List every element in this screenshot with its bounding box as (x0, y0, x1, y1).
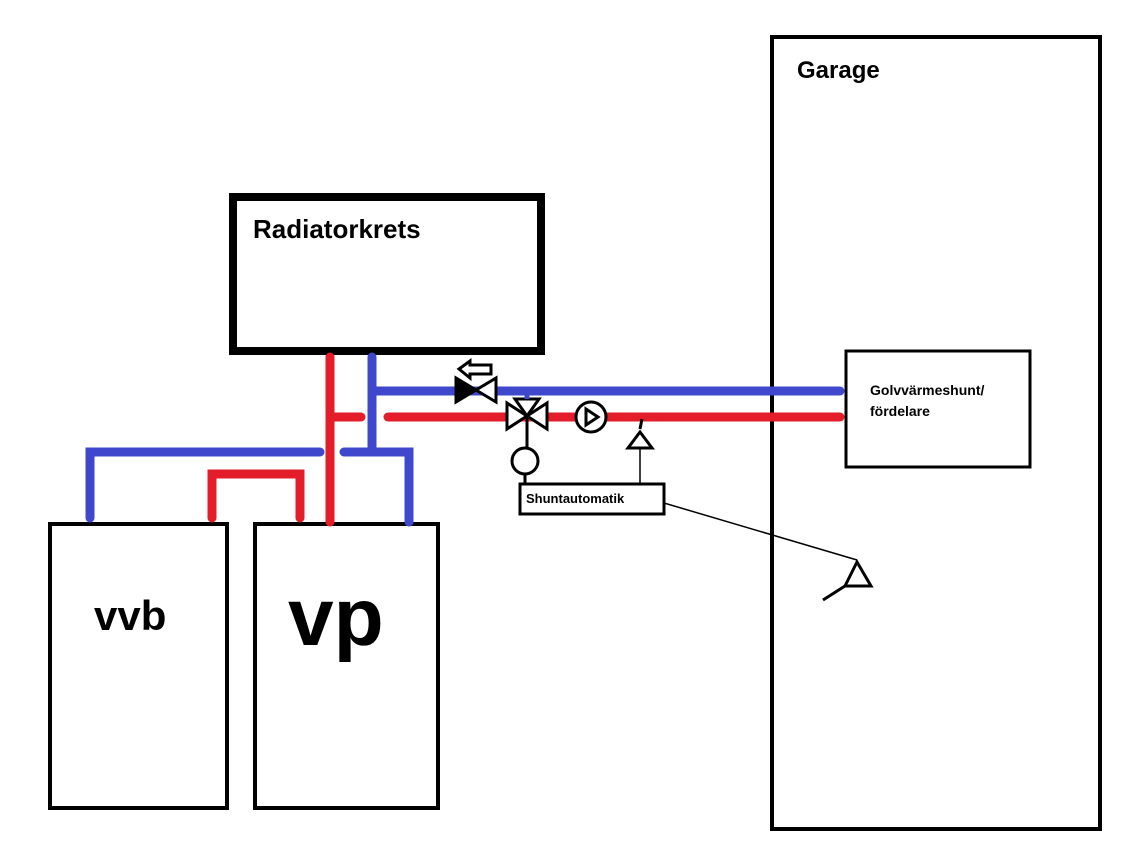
circulation-pump-icon (574, 400, 608, 434)
flow-direction-arrow-icon (456, 358, 493, 382)
supply-pipe-vvb (207, 469, 305, 523)
three-way-valve-icon (505, 392, 549, 432)
radiator-circuit-label: Radiatorkrets (253, 214, 421, 244)
floor-heating-label-line1: Golvvärmeshunt/ (870, 382, 984, 398)
return-pipe-vvb (85, 447, 325, 523)
supply-temp-sensor-icon (625, 418, 655, 484)
floor-heating-unit-box (844, 349, 1032, 469)
outdoor-sensor-wire (663, 502, 858, 561)
water-heater-label: vvb (94, 592, 166, 639)
outdoor-temp-sensor-icon (822, 558, 874, 602)
heat-pump-box (253, 522, 440, 810)
floor-heating-label-line2: fördelare (870, 403, 930, 419)
valve-actuator-motor-icon (510, 446, 540, 476)
heat-pump-label: vp (288, 572, 384, 663)
shunt-controller-label: Shuntautomatik (526, 491, 625, 506)
check-valve-icon (454, 375, 498, 405)
return-pipe-to-vp (339, 447, 414, 527)
shunt-controller-box (518, 482, 666, 516)
garage-label: Garage (797, 57, 880, 84)
water-heater-box (48, 522, 229, 810)
radiator-circuit-box (229, 193, 545, 355)
